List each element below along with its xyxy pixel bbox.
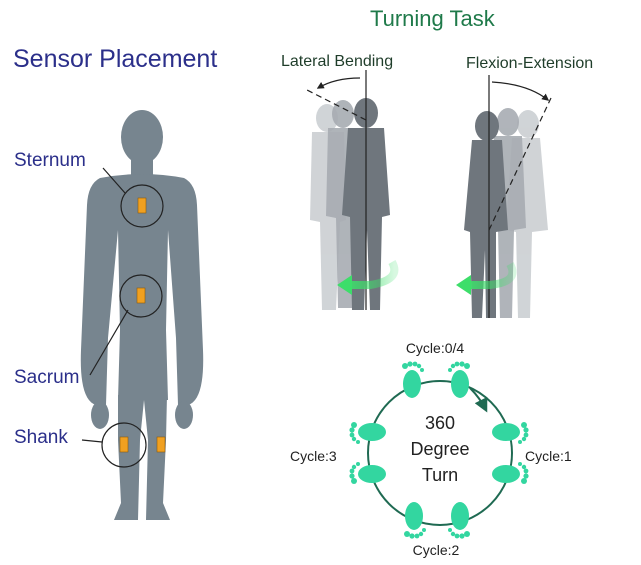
- turn-diagram: 360 Degree Turn Cycle:0/4 Cycle:1 Cycle:…: [290, 340, 572, 558]
- footprints-bottom: [404, 502, 470, 539]
- cycle-top-label: Cycle:0/4: [406, 340, 465, 356]
- center-line-2: Degree: [410, 439, 469, 459]
- cycle-right-label: Cycle:1: [525, 448, 572, 464]
- footprints-right: [492, 422, 529, 484]
- label-sternum: Sternum: [14, 150, 86, 171]
- label-shank: Shank: [14, 427, 68, 448]
- footprints-top: [402, 361, 470, 398]
- label-sacrum: Sacrum: [14, 367, 79, 388]
- cycle-bottom-label: Cycle:2: [413, 542, 460, 558]
- flexion-extension-figure: [456, 75, 551, 318]
- flexion-extension-label: Flexion-Extension: [466, 55, 593, 72]
- turning-task-title: Turning Task: [370, 6, 496, 31]
- lateral-bending-figure: [307, 70, 394, 310]
- sensor-placement-title: Sensor Placement: [13, 45, 217, 73]
- lateral-bending-label: Lateral Bending: [281, 53, 393, 70]
- cycle-left-label: Cycle:3: [290, 448, 337, 464]
- center-line-3: Turn: [422, 465, 458, 485]
- center-line-1: 360: [425, 413, 455, 433]
- shank-leader: [82, 440, 102, 442]
